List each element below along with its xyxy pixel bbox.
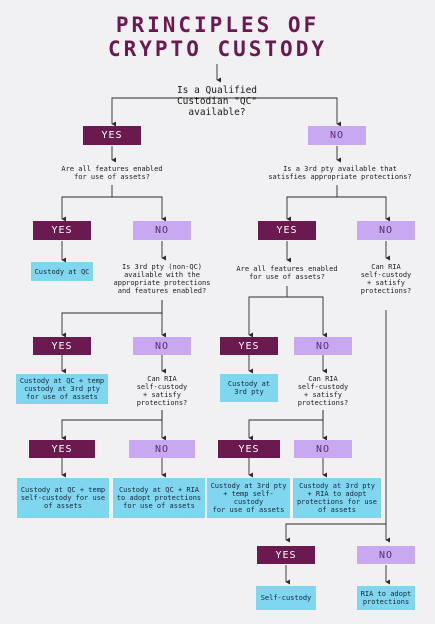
question-ria-self-custody-c: Can RIA self-custody + satisfy protectio… <box>297 375 349 407</box>
result-custody-at-third-party: Custody at 3rd pty <box>220 374 278 402</box>
question-ria-self-custody-b: Can RIA self-custody + satisfy protectio… <box>136 375 188 407</box>
no-box-third-party: NO <box>357 221 415 240</box>
question-features-enabled-qc: Are all features enabled for use of asse… <box>61 165 163 181</box>
question-qualified-custodian: Is a Qualified Custodian "QC" available? <box>176 84 258 118</box>
no-box-ria-a: NO <box>357 546 415 564</box>
yes-box-ria-c: YES <box>218 440 280 458</box>
no-box-ria-b: NO <box>129 440 195 458</box>
no-box-features-qc: NO <box>133 221 191 240</box>
yes-box-qc-available: YES <box>83 126 141 145</box>
yes-box-features-qc: YES <box>33 221 91 240</box>
no-box-ria-c: NO <box>294 440 352 458</box>
question-third-party-available: Is a 3rd pty available that satisfies ap… <box>268 165 412 181</box>
result-qc-temp-third-party: Custody at QC + temp custody at 3rd pty … <box>16 374 108 404</box>
result-custody-at-qc: Custody at QC <box>31 262 93 281</box>
result-qc-temp-self-custody: Custody at QC + temp self-custody for us… <box>17 478 109 518</box>
result-third-party-temp-self-custody: Custody at 3rd pty + temp self-custody f… <box>207 478 290 518</box>
result-ria-adopt-protections: RIA to adopt protections <box>357 586 415 610</box>
no-box-qc-available: NO <box>308 126 366 145</box>
result-third-party-ria-adopt: Custody at 3rd pty + RIA to adopt protec… <box>293 478 381 518</box>
question-features-enabled-third-party: Are all features enabled for use of asse… <box>236 265 338 281</box>
result-self-custody: Self-custody <box>256 586 316 610</box>
yes-box-ria-a: YES <box>257 546 315 564</box>
yes-box-third-party: YES <box>258 221 316 240</box>
title-line-2: CRYPTO CUSTODY <box>107 37 327 61</box>
result-qc-ria-adopt-protections: Custody at QC + RIA to adopt protections… <box>113 478 205 518</box>
yes-box-non-qc: YES <box>33 337 91 355</box>
question-third-party-non-qc: Is 3rd pty (non-QC) available with the a… <box>113 263 211 295</box>
yes-box-features-third-party: YES <box>220 337 278 355</box>
question-ria-self-custody-a: Can RIA self-custody + satisfy protectio… <box>360 263 412 295</box>
title-line-1: PRINCIPLES OF <box>115 13 320 37</box>
no-box-features-third-party: NO <box>294 337 352 355</box>
no-box-non-qc: NO <box>133 337 191 355</box>
yes-box-ria-b: YES <box>29 440 95 458</box>
